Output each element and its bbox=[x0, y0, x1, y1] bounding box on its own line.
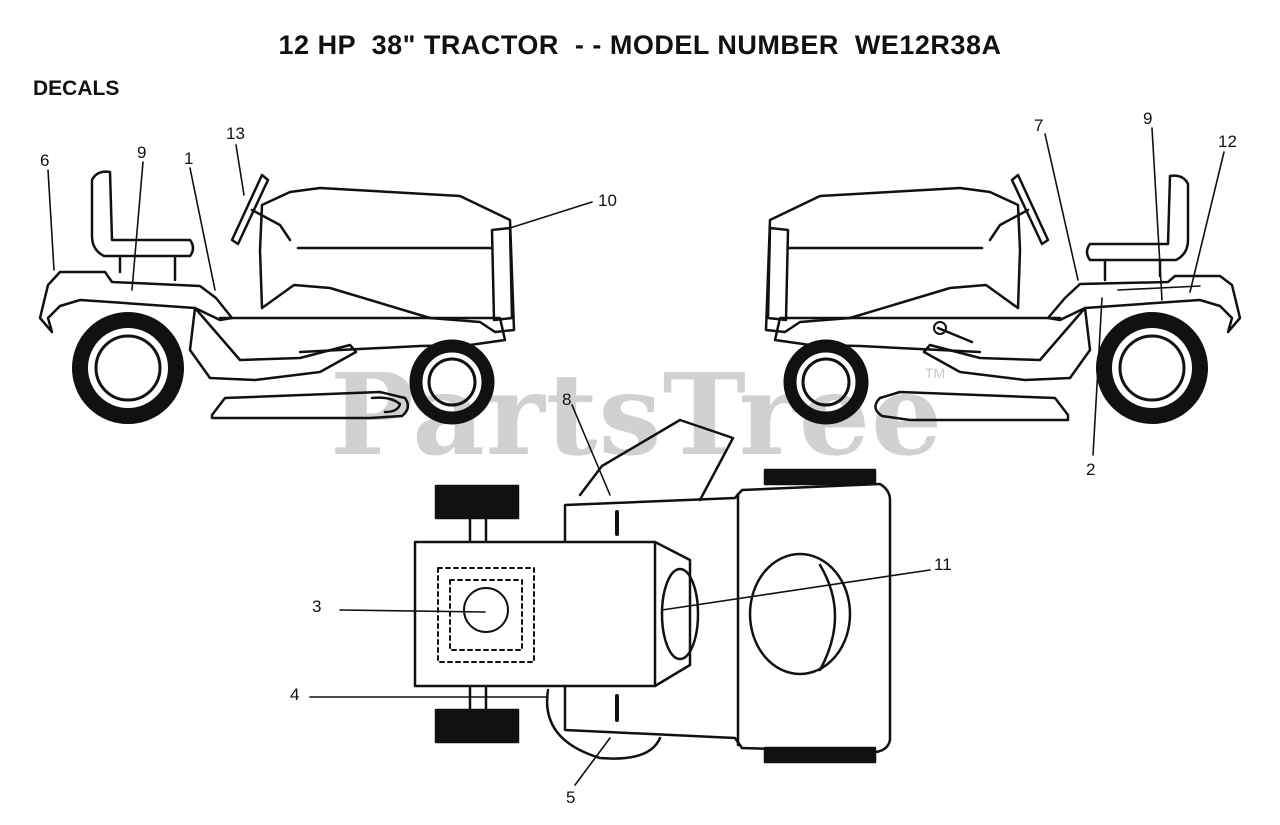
deck-edge-top bbox=[545, 688, 662, 760]
leader-2 bbox=[1092, 297, 1103, 456]
rear-tire-top-upper bbox=[434, 484, 520, 520]
tractor-left-side-view bbox=[38, 144, 593, 425]
mower-deck-right bbox=[874, 390, 1070, 422]
frame-left bbox=[218, 316, 507, 354]
callout-2: 2 bbox=[1086, 460, 1095, 479]
seat-post-left bbox=[118, 254, 177, 282]
rear-wheel-left bbox=[72, 312, 184, 424]
watermark-tm: TM bbox=[925, 365, 946, 381]
decal-stripe-right bbox=[1117, 285, 1201, 291]
engine-cover-top bbox=[748, 552, 852, 676]
leader-8 bbox=[571, 404, 611, 496]
seat-center-top bbox=[463, 587, 509, 633]
leader-9-right bbox=[1151, 127, 1163, 301]
leader-5 bbox=[574, 737, 611, 786]
front-hub-left bbox=[427, 357, 477, 407]
seat-inner-top bbox=[449, 579, 523, 651]
steering-wheel-right bbox=[1010, 173, 1050, 246]
callout-12: 12 bbox=[1218, 132, 1237, 151]
callout-11: 11 bbox=[934, 555, 952, 574]
leader-6 bbox=[47, 169, 55, 271]
running-board-right bbox=[922, 306, 1092, 382]
callout-8: 8 bbox=[562, 390, 571, 409]
grille-left bbox=[490, 226, 514, 322]
diagram-title: 12 HP 38" TRACTOR - - MODEL NUMBER WE12R… bbox=[278, 30, 1002, 60]
leader-13 bbox=[235, 144, 245, 196]
hood-right bbox=[764, 186, 1022, 334]
rear-hub-left bbox=[94, 334, 162, 402]
hood-top bbox=[563, 482, 892, 754]
leader-7 bbox=[1044, 133, 1079, 281]
callout-5: 5 bbox=[566, 788, 575, 807]
grille-right bbox=[766, 226, 790, 322]
steering-column-right bbox=[988, 208, 1030, 242]
leader-3 bbox=[339, 609, 486, 613]
leader-10 bbox=[509, 201, 593, 229]
leader-11 bbox=[661, 569, 931, 611]
running-board-left bbox=[188, 306, 358, 382]
rear-wheel-right bbox=[1096, 312, 1208, 424]
mower-deck-left bbox=[210, 390, 410, 420]
callout-1: 1 bbox=[184, 149, 193, 168]
section-label: DECALS bbox=[33, 77, 120, 100]
steering-wheel-top bbox=[660, 567, 700, 661]
rear-hub-right bbox=[1118, 334, 1186, 402]
rear-axle-top bbox=[468, 516, 488, 712]
callout-9-right: 9 bbox=[1143, 109, 1152, 128]
tractor-top-view bbox=[309, 404, 931, 786]
engine-cover-line bbox=[818, 563, 837, 672]
callout-9-left: 9 bbox=[137, 143, 146, 162]
deck-chute-left bbox=[370, 396, 402, 414]
front-hub-right bbox=[801, 357, 851, 407]
callout-numbers: 6 9 1 13 10 7 9 12 2 8 11 3 4 5 bbox=[40, 109, 1237, 807]
seat-outline-top bbox=[437, 567, 535, 663]
front-tire-top-upper bbox=[763, 468, 877, 486]
hood-left bbox=[258, 186, 516, 334]
leader-9-left bbox=[131, 161, 144, 291]
steering-column-left bbox=[250, 208, 292, 242]
steering-wheel-left bbox=[230, 173, 270, 246]
discharge-chute-top bbox=[578, 418, 735, 502]
callout-13: 13 bbox=[226, 124, 245, 143]
rear-tire-top-lower bbox=[434, 708, 520, 744]
leader-1 bbox=[189, 167, 216, 291]
seat-left bbox=[90, 170, 195, 258]
seat-post-right bbox=[1103, 258, 1162, 282]
callout-7: 7 bbox=[1034, 116, 1043, 135]
callout-4: 4 bbox=[290, 685, 299, 704]
seat-right bbox=[1085, 174, 1190, 262]
rear-fender-top bbox=[413, 540, 692, 688]
callout-6: 6 bbox=[40, 151, 49, 170]
lift-knob-right bbox=[933, 321, 947, 335]
frame-right bbox=[773, 316, 1062, 354]
lift-lever-right bbox=[936, 326, 974, 344]
front-wheel-left bbox=[409, 339, 495, 425]
tractor-right-side-view bbox=[764, 127, 1242, 456]
front-wheel-right bbox=[783, 339, 869, 425]
callout-10: 10 bbox=[598, 191, 617, 210]
leader-12 bbox=[1189, 151, 1225, 293]
callout-3: 3 bbox=[312, 597, 321, 616]
